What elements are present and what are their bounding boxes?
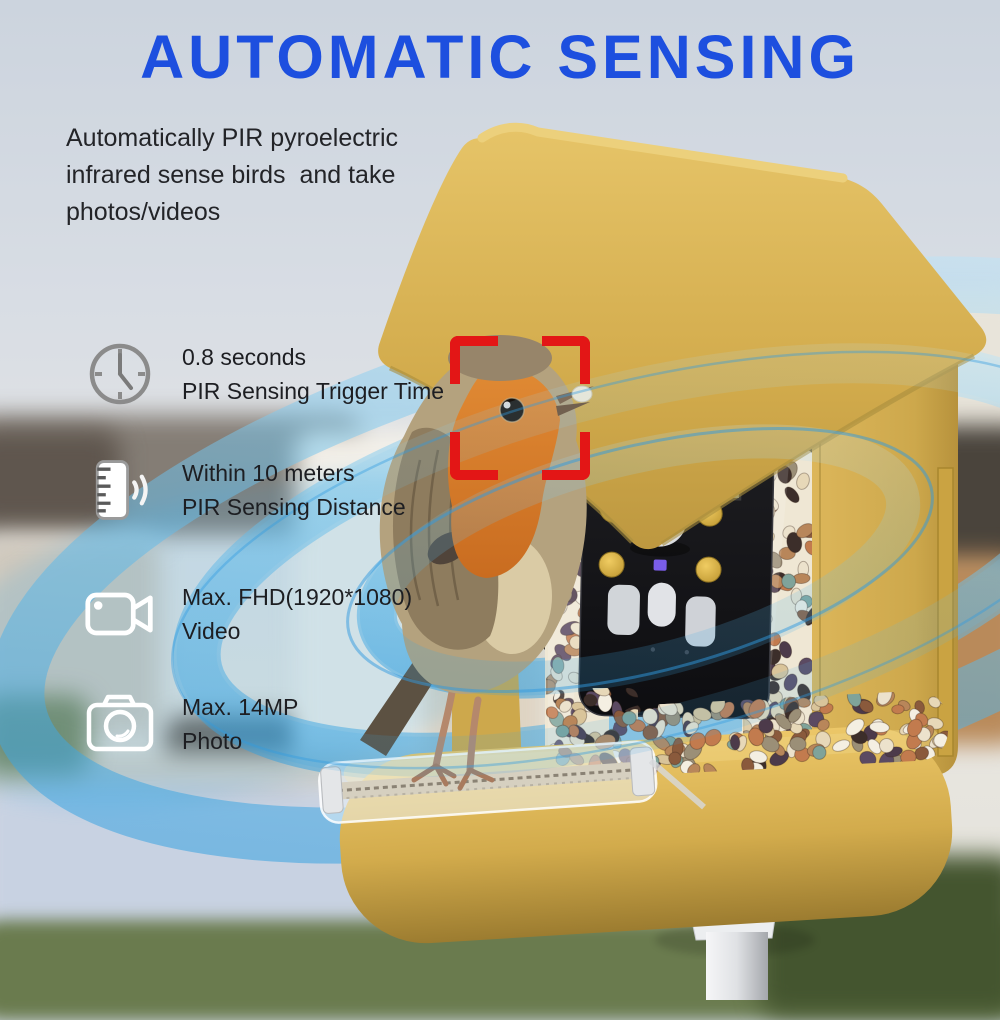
status-led bbox=[653, 559, 667, 571]
feature-line2: Video bbox=[182, 618, 241, 644]
yellow-button bbox=[695, 556, 722, 583]
feature-line1: Max. FHD(1920*1080) bbox=[182, 584, 413, 610]
clock-icon bbox=[84, 336, 156, 412]
yellow-button bbox=[598, 551, 625, 578]
feature-line1: 0.8 seconds bbox=[182, 344, 307, 370]
focus-corner-icon bbox=[542, 336, 590, 384]
feature-line2: PIR Sensing Distance bbox=[182, 494, 406, 520]
feature-text: Within 10 meters PIR Sensing Distance bbox=[182, 456, 406, 524]
feature-item-photo: Max. 14MP Photo bbox=[84, 686, 298, 762]
focus-corner-icon bbox=[450, 432, 498, 480]
gray-key bbox=[647, 582, 676, 627]
page-title: AUTOMATIC SENSING bbox=[140, 23, 860, 91]
feature-item-sensing-distance: Within 10 meters PIR Sensing Distance bbox=[84, 452, 406, 528]
roof-ridge bbox=[477, 122, 848, 183]
distance-sensor-icon bbox=[84, 452, 156, 528]
focus-corner-icon bbox=[450, 336, 498, 384]
feature-line1: Max. 14MP bbox=[182, 694, 299, 720]
feature-text: Max. 14MP Photo bbox=[182, 690, 298, 758]
description-text: Automatically PIR pyroelectric infrared … bbox=[66, 124, 399, 226]
feature-item-video: Max. FHD(1920*1080) Video bbox=[84, 576, 412, 652]
feature-line2: PIR Sensing Trigger Time bbox=[182, 378, 445, 404]
feature-text: 0.8 seconds PIR Sensing Trigger Time bbox=[182, 340, 444, 408]
video-camera-icon bbox=[84, 576, 156, 652]
mounting-pole bbox=[706, 932, 768, 1000]
focus-corner-icon bbox=[542, 432, 590, 480]
bird-crown bbox=[448, 335, 552, 381]
feature-text: Max. FHD(1920*1080) Video bbox=[182, 580, 412, 648]
feature-line2: Photo bbox=[182, 728, 243, 754]
gray-key bbox=[607, 584, 640, 635]
camera-icon bbox=[84, 686, 156, 762]
radar-waves-front bbox=[171, 343, 1000, 777]
focus-frame bbox=[450, 336, 590, 480]
feature-item-trigger-time: 0.8 seconds PIR Sensing Trigger Time bbox=[84, 336, 444, 412]
feature-line1: Within 10 meters bbox=[182, 460, 355, 486]
